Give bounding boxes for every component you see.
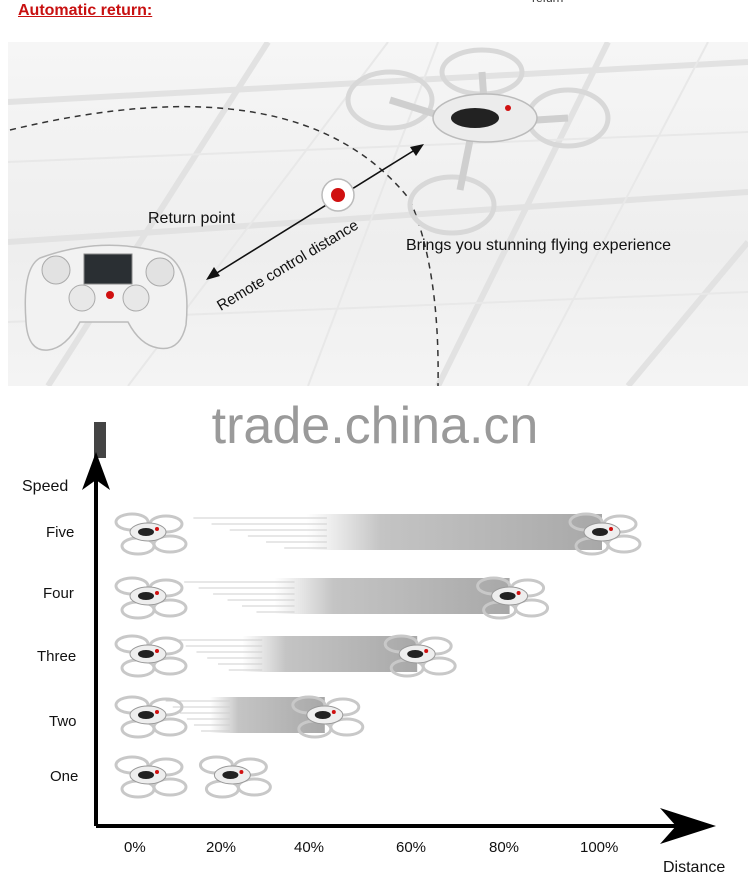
- distance-arrow: [211, 147, 419, 277]
- drone-image: [345, 47, 611, 236]
- x-tick-100: 100%: [580, 839, 619, 856]
- y-axis-label: Speed: [22, 478, 69, 495]
- y-axis-cap: [94, 422, 106, 458]
- start-drone-three: [114, 634, 188, 678]
- category-label-two: Two: [49, 713, 77, 730]
- x-tick-60: 60%: [396, 839, 427, 856]
- x-tick-80: 80%: [489, 839, 520, 856]
- start-drone-two: [114, 695, 188, 739]
- cutoff-text: refurn: [532, 0, 563, 5]
- x-axis-label: Distance: [663, 859, 726, 876]
- bar-two: [209, 697, 325, 733]
- y-axis-arrowhead: [82, 452, 110, 490]
- arrow-head-controller: [206, 267, 220, 280]
- x-tick-20: 20%: [206, 839, 237, 856]
- category-label-one: One: [50, 768, 79, 785]
- diagram-caption: Brings you stunning flying experience: [406, 237, 672, 254]
- end-drone-two: [291, 695, 365, 739]
- arrow-head-drone: [410, 144, 424, 156]
- bar-five: [306, 514, 602, 550]
- bars-layer: [165, 514, 602, 733]
- category-label-three: Three: [37, 648, 77, 665]
- bar-three: [242, 636, 418, 672]
- x-tick-0: 0%: [124, 839, 146, 856]
- section-title: Automatic return:: [18, 2, 153, 19]
- category-label-four: Four: [43, 585, 74, 602]
- return-diagram: [9, 47, 611, 387]
- x-tick-40: 40%: [294, 839, 325, 856]
- end-drone-four: [476, 576, 550, 620]
- category-label-five: Five: [46, 524, 75, 541]
- return-point-label: Return point: [148, 210, 236, 227]
- watermark: trade.china.cn: [211, 397, 539, 455]
- end-drone-three: [383, 634, 457, 678]
- return-point-marker: [321, 178, 355, 212]
- end-drone-five: [568, 512, 642, 556]
- controller-image: [24, 244, 188, 351]
- start-drone-one: [114, 755, 188, 799]
- start-drone-five: [114, 512, 188, 556]
- start-drone-four: [114, 576, 188, 620]
- drones-layer: [114, 512, 642, 799]
- bar-four: [274, 578, 510, 614]
- range-arc: [9, 105, 439, 387]
- end-drone-one: [198, 755, 272, 799]
- x-axis-arrowhead: [660, 808, 716, 844]
